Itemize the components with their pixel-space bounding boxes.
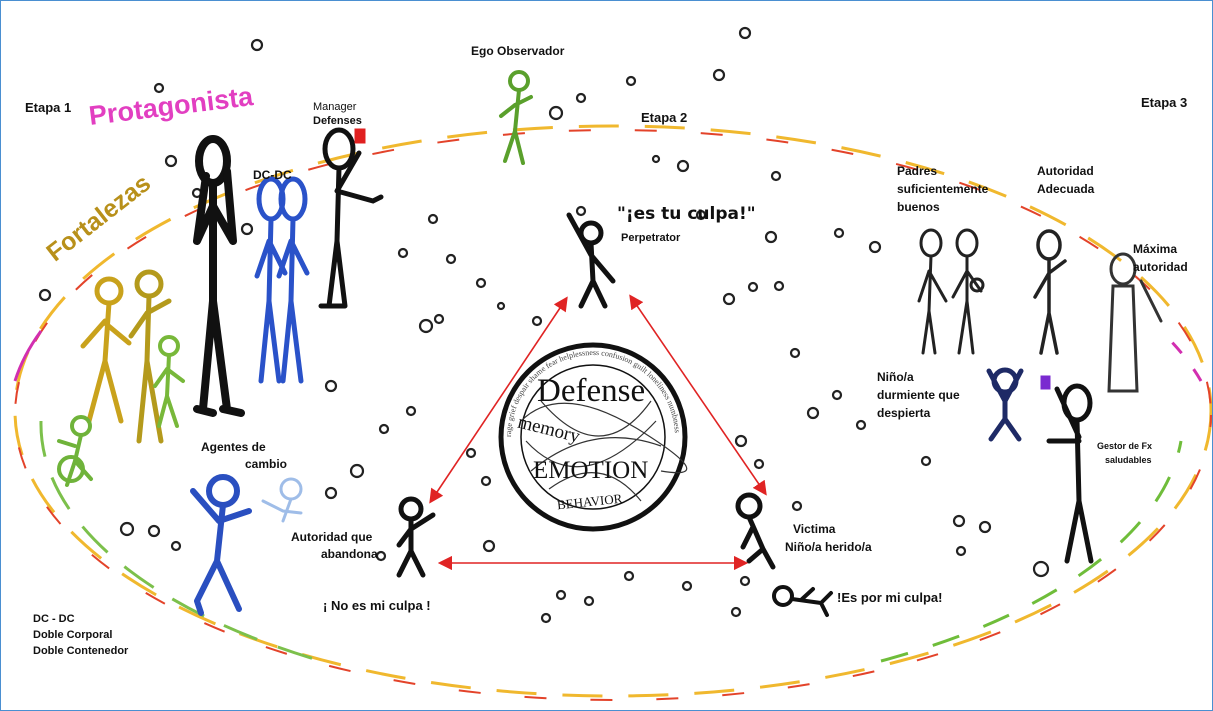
es-por-mi-culpa-label: !Es por mi culpa! — [837, 590, 943, 605]
nino-durmiente-line3: despierta — [877, 406, 931, 420]
nino-durmiente-figure — [986, 367, 1024, 442]
fortalezas-figures — [57, 269, 185, 487]
autoridad-abandona-label-line1: Autoridad que — [291, 530, 373, 544]
nino-herido-label: Niño/a herido/a — [785, 540, 872, 554]
agentes-label-line2: cambio — [245, 457, 288, 471]
legend-doble-corporal: Doble Corporal — [33, 629, 113, 641]
defense-disc — [498, 342, 688, 532]
gestor-figure — [1040, 375, 1094, 564]
stage2-label: Etapa 2 — [641, 110, 688, 125]
defenses-label: Defenses — [313, 115, 362, 127]
dc-dc-label: DC-DC — [253, 168, 292, 182]
perpetrator-quote: "¡es tu culpa!" — [617, 204, 756, 224]
padres-figures — [917, 228, 985, 355]
legend-dcdc: DC - DC — [33, 613, 75, 625]
maxima-autoridad-figure — [1107, 252, 1163, 393]
dc-dc-figures — [254, 176, 310, 384]
manager-figure — [318, 127, 384, 309]
ego-observador-label: Ego Observador — [471, 44, 565, 58]
autoridad-adecuada-figure — [1033, 229, 1067, 355]
drama-triangle-arrows — [429, 294, 767, 571]
no-es-mi-culpa-label: ¡ No es mi culpa ! — [323, 598, 431, 613]
autoridad-adecuada-line1: Autoridad — [1037, 164, 1094, 178]
legend-doble-contenedor: Doble Contenedor — [33, 645, 129, 657]
victima-label: Victima — [793, 522, 836, 536]
stage3-label: Etapa 3 — [1141, 95, 1188, 110]
padres-label-line2: suficientemente — [897, 182, 989, 196]
autoridad-abandona-figure — [396, 496, 436, 578]
stage1-label: Etapa 1 — [25, 100, 72, 115]
manager-label: Manager — [313, 101, 357, 113]
victima-figure — [735, 492, 776, 570]
autoridad-abandona-label-line2: abandona — [321, 547, 378, 561]
maxima-autoridad-line1: Máxima — [1133, 242, 1178, 256]
agente-ghost-figure — [261, 477, 303, 523]
nino-herido-figure — [772, 585, 833, 617]
nino-durmiente-line2: durmiente que — [877, 388, 960, 402]
stage-ring — [13, 124, 1212, 701]
agentes-label-line1: Agentes de — [201, 440, 266, 454]
perpetrator-figure — [566, 212, 616, 309]
padres-label-line3: buenos — [897, 200, 940, 214]
ego-observador-figure — [499, 70, 533, 165]
background-circles — [38, 26, 1050, 624]
gestor-label-line1: Gestor de Fx — [1097, 441, 1153, 451]
disc-defense: Defense — [537, 373, 646, 409]
protagonista-figure — [193, 135, 245, 417]
disc-emotion: EMOTION — [533, 457, 649, 484]
agentes-de-cambio-figure — [190, 474, 252, 616]
autoridad-adecuada-line2: Adecuada — [1037, 182, 1095, 196]
padres-label-line1: Padres — [897, 164, 938, 178]
gestor-label-line2: saludables — [1105, 455, 1152, 465]
perpetrator-label: Perpetrator — [621, 232, 681, 244]
nino-durmiente-line1: Niño/a — [877, 370, 914, 384]
maxima-autoridad-line2: autoridad — [1133, 260, 1188, 274]
